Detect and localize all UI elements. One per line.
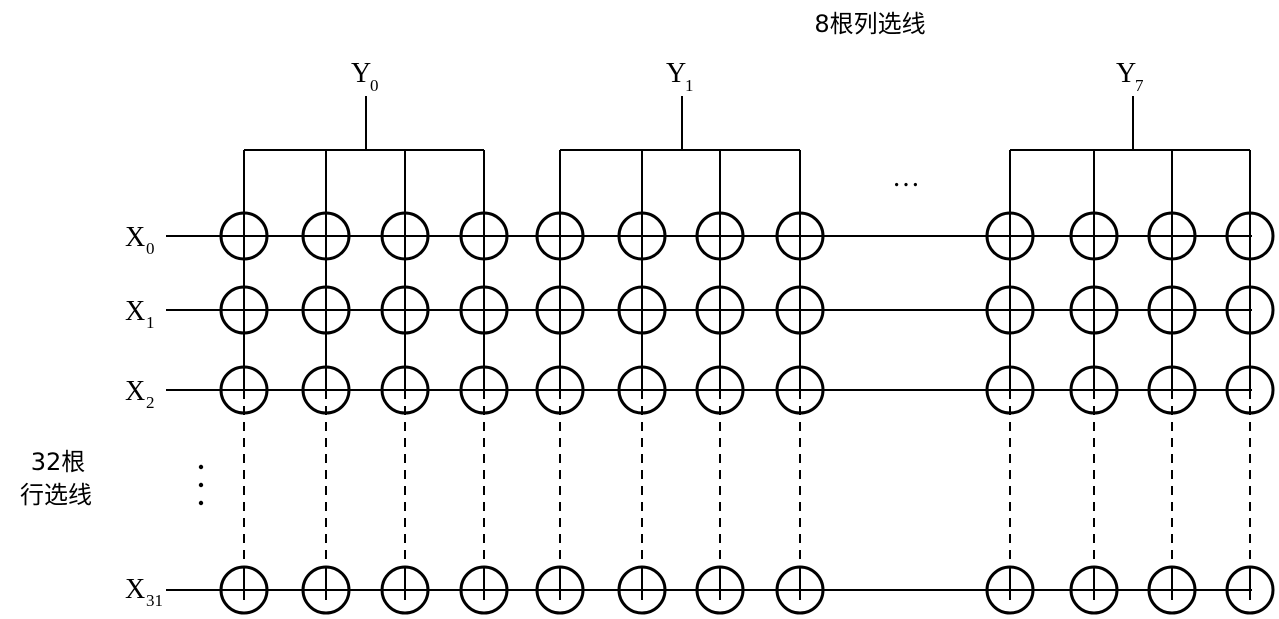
memory-cell — [380, 365, 430, 415]
memory-cell — [301, 565, 351, 615]
memory-cell — [695, 365, 745, 415]
row-lines-label-line1: 32根 — [31, 448, 86, 476]
memory-cell — [775, 211, 825, 261]
memory-cell — [459, 211, 509, 261]
ellipsis-dot — [198, 500, 204, 506]
row-letter: X — [125, 296, 145, 327]
column-group-index: 0 — [370, 76, 379, 95]
row-index: 2 — [146, 393, 155, 412]
column-group-label-y0: Y 0 — [351, 58, 379, 95]
row-index: 0 — [146, 239, 155, 258]
row-letter: X — [125, 376, 145, 407]
memory-cell — [301, 211, 351, 261]
memory-cell — [219, 365, 269, 415]
row-letter: X — [125, 574, 145, 605]
memory-cell — [1225, 565, 1275, 615]
column-group-letter: Y — [1116, 58, 1136, 89]
memory-cell — [1147, 365, 1197, 415]
memory-cell — [535, 365, 585, 415]
memory-cell — [535, 565, 585, 615]
row-letter: X — [125, 222, 145, 253]
memory-cell — [985, 285, 1035, 335]
ellipsis-dot — [198, 482, 204, 488]
memory-cell — [219, 211, 269, 261]
memory-cell — [535, 211, 585, 261]
row-lines-label-line2: 行选线 — [20, 481, 92, 509]
memory-cell — [535, 285, 585, 335]
memory-cell — [985, 211, 1035, 261]
memory-cell — [301, 285, 351, 335]
column-group-label-y7: Y 7 — [1116, 58, 1144, 95]
memory-cell — [617, 565, 667, 615]
memory-cell — [775, 565, 825, 615]
column-group-label-y1: Y 1 — [666, 58, 694, 95]
row-index: 31 — [146, 591, 163, 610]
memory-cell — [1069, 211, 1119, 261]
memory-cell — [1147, 285, 1197, 335]
row-label-x1: X 1 — [125, 296, 155, 332]
memory-cell — [459, 365, 509, 415]
memory-cell — [695, 211, 745, 261]
ellipsis-dot — [198, 464, 204, 470]
memory-cell — [617, 211, 667, 261]
memory-cell-layer — [219, 211, 1275, 615]
memory-cell — [219, 285, 269, 335]
row-index: 1 — [146, 313, 155, 332]
memory-cell — [1147, 565, 1197, 615]
column-group-index: 7 — [1135, 76, 1144, 95]
memory-cell — [1225, 285, 1275, 335]
memory-cell — [1069, 285, 1119, 335]
memory-cell — [459, 565, 509, 615]
memory-cell — [1225, 211, 1275, 261]
memory-cell — [1225, 365, 1275, 415]
memory-cell — [301, 365, 351, 415]
memory-cell — [380, 285, 430, 335]
column-lines-label: 8根列选线 — [814, 10, 925, 38]
column-ellipsis: … — [892, 162, 920, 193]
memory-cell — [775, 285, 825, 335]
column-group-letter: Y — [351, 58, 371, 89]
wiring-layer — [166, 96, 1252, 600]
memory-cell — [617, 285, 667, 335]
memory-cell — [985, 365, 1035, 415]
memory-cell — [1147, 211, 1197, 261]
memory-cell — [985, 565, 1035, 615]
row-label-x2: X 2 — [125, 376, 155, 412]
memory-cell — [380, 211, 430, 261]
column-group-letter: Y — [666, 58, 686, 89]
row-ellipsis — [198, 464, 204, 506]
memory-cell — [380, 565, 430, 615]
column-group-index: 1 — [685, 76, 694, 95]
memory-cell — [775, 365, 825, 415]
memory-cell — [1069, 565, 1119, 615]
memory-cell — [617, 365, 667, 415]
memory-cell — [695, 565, 745, 615]
memory-cell — [1069, 365, 1119, 415]
row-label-x0: X 0 — [125, 222, 155, 258]
memory-cell — [459, 285, 509, 335]
memory-cell — [219, 565, 269, 615]
memory-cell — [695, 285, 745, 335]
row-label-x31: X 31 — [125, 574, 163, 610]
